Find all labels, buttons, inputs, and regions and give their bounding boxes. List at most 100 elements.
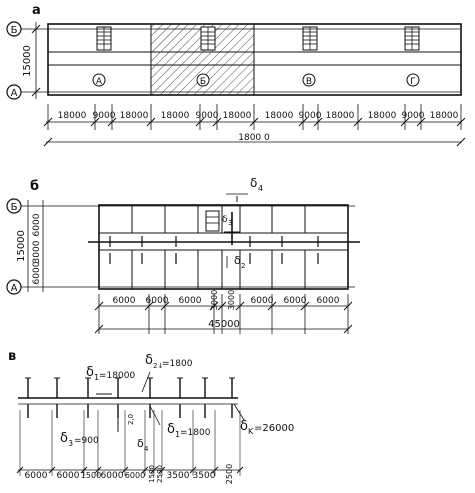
span-dim-4: 18000 [161, 111, 190, 121]
block-b-bubble [196, 73, 210, 87]
span-b-7: 6000 [284, 296, 307, 306]
delta1b-val: =1800 [180, 428, 211, 438]
deltaK-val: =26000 [254, 423, 294, 434]
bottom-tick [121, 466, 129, 474]
span-b-tick [144, 301, 154, 311]
span-b-2: 6000 [146, 296, 169, 306]
block-b-label: Б [200, 77, 206, 87]
span-b-tick [235, 301, 245, 311]
panel-b: б Б А 15000 6000 3000 6000 δ 4 δ 3 δ [6, 176, 360, 334]
delta3-label: δ [222, 215, 228, 225]
height-tick-top [31, 24, 41, 34]
bottom-tick [94, 466, 102, 474]
panel-a: а Б А 15000 [6, 3, 466, 147]
stairwell-4 [404, 26, 420, 51]
bottom-dim-7: 2500 [156, 465, 164, 483]
bottom-tick [48, 466, 56, 474]
stairwell-1 [96, 26, 112, 51]
axis-a-label-2: А [11, 283, 18, 294]
height-tick-bottom [31, 87, 41, 97]
span-b-3: 6000 [179, 296, 202, 306]
total-dim-text-b: 45000 [208, 319, 240, 330]
delta2-label: δ [234, 254, 241, 267]
span-tick [195, 117, 205, 127]
delta1-sub: 1 [94, 373, 99, 382]
deltaK-sub: K [248, 427, 254, 436]
delta3-c-label: δ [60, 431, 68, 446]
section-outline [98, 204, 349, 290]
axis-b-label: Б [11, 25, 18, 36]
delta3-c-val: =900 [74, 436, 99, 446]
panel-c: в δ 1 =18000 δ 2↓ =1800 δ 3 =900 2,0 δ 4… [8, 349, 294, 484]
bottom-dim-3: 1500 [81, 471, 101, 480]
bottom-ticks [16, 410, 244, 476]
delta4-label: δ [250, 176, 257, 190]
span-tick [90, 117, 100, 127]
stairwells [96, 26, 420, 51]
bottom-tick [236, 466, 244, 474]
height-total-text: 15000 [16, 230, 27, 262]
span-tick [456, 117, 466, 127]
delta21-leader [141, 371, 151, 393]
span-tick [146, 117, 156, 127]
delta21-val: =1800 [162, 359, 193, 369]
span-b-8: 6000 [317, 296, 340, 306]
height-part-1: 6000 [32, 213, 42, 236]
span-ticks-b [94, 294, 353, 334]
delta1b-label: δ [167, 422, 175, 437]
span-tick [43, 117, 53, 127]
span-tick [313, 117, 323, 127]
block-a-bubble [92, 73, 106, 87]
total-b-tick-right [343, 324, 353, 334]
span-dim-10: 18000 [368, 111, 397, 121]
span-dim-8: 9000 [299, 111, 322, 121]
block-v-bubble [302, 73, 316, 87]
bottom-dim-1: 6000 [25, 471, 48, 481]
span-b-4: 3000 [210, 290, 219, 310]
span-tick [353, 117, 363, 127]
bottom-dim-9: 3500 [193, 471, 216, 481]
span-dim-12: 18000 [430, 111, 459, 121]
block-v-label: В [306, 77, 312, 87]
span-b-tick [343, 301, 353, 311]
span-b-1: 6000 [113, 296, 136, 306]
span-tick [298, 117, 308, 127]
total-dim-text: 1800 0 [238, 133, 270, 143]
bottom-tick [211, 466, 219, 474]
bottom-tick [141, 466, 149, 474]
axis-b-label-2: Б [11, 202, 18, 213]
axis-a-label: А [11, 88, 18, 99]
panel-c-letter: в [8, 349, 16, 364]
bottom-tick [158, 466, 166, 474]
span-b-tick [300, 301, 310, 311]
span-dim-7: 18000 [265, 111, 294, 121]
height-part-2: 3000 [32, 240, 42, 263]
span-b-tick [217, 301, 227, 311]
span-b-5: 3000 [227, 290, 236, 310]
bottom-dim-5: 6000 [125, 471, 145, 480]
delta3-c-sub: 3 [68, 439, 73, 448]
delta1b-sub: 1 [175, 430, 180, 439]
delta4-c-sub: 4 [144, 445, 149, 453]
bottom-dim-2: 6000 [57, 471, 80, 481]
delta1-val: =18000 [99, 371, 135, 381]
block-g-label: Г [410, 77, 416, 87]
stairwell-3 [302, 26, 318, 51]
span-tick [400, 117, 410, 127]
span-dim-5: 9000 [196, 111, 219, 121]
delta4-sub: 4 [258, 184, 263, 193]
span-dim-1: 18000 [58, 111, 87, 121]
block-a-label: А [96, 77, 103, 87]
span-dim-9: 18000 [326, 111, 355, 121]
delta3-sub: 3 [228, 219, 232, 227]
bottom-dim-8: 3500 [167, 471, 190, 481]
span-dim-3: 18000 [120, 111, 149, 121]
span-tick [249, 117, 259, 127]
delta21-label: δ [145, 353, 153, 368]
small-dim: 2,0 [127, 414, 135, 425]
delta21-sub: 2↓ [153, 362, 163, 370]
block-g-bubble [406, 73, 420, 87]
delta4-c-label: δ [137, 437, 144, 450]
